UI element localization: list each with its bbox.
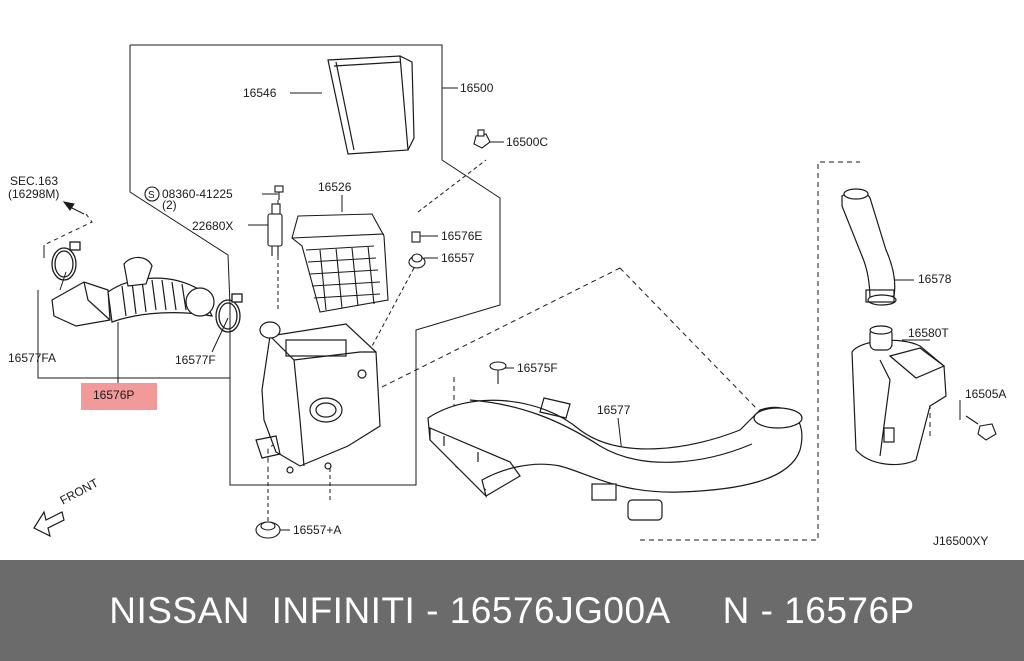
bracket-16577fa [37,290,230,379]
label-16500c: 16500C [506,135,549,149]
label-16577fa: 16577FA [8,351,57,365]
sensor-22680x [267,203,283,256]
label-16576p: 16576P [93,388,135,402]
diagram-drawing: S [33,44,997,541]
svg-text:S: S [148,190,155,201]
grommet-16557a [255,521,281,539]
label-16580t: 16580T [908,326,949,340]
clamps-16577fa-16577f [51,241,243,333]
front-arrow-icon [33,510,65,538]
label-16578: 16578 [918,272,952,286]
assembly-boundary-16500 [129,44,501,486]
label-16577: 16577 [597,403,631,417]
screw-08360: S [144,185,284,202]
air-cleaner-body [255,321,381,474]
resonator-16526 [291,213,389,313]
label-16557a: 16557+A [293,523,342,537]
bolt-16505a [965,415,997,441]
label-16546: 16546 [243,86,277,100]
intake-hose-16576p [51,256,215,327]
parts-diagram: S [8,44,1007,548]
duct-group-boundary [619,267,759,411]
label-sec163-ref: (16298M) [8,187,60,201]
footer-bar: NISSAN INFINITI - 16576JG00A N - 16576P [0,560,1024,661]
label-ref-code: J16500XY [933,534,989,548]
hose-16578 [841,188,897,306]
label-16577f: 16577F [175,353,216,367]
label-16526: 16526 [318,180,352,194]
footer-part-number: NISSAN INFINITI - 16576JG00A N - 16576P [109,590,915,631]
label-22680x: 22680X [192,219,234,233]
filter-element-16546 [327,55,415,155]
duct-16577 [427,397,803,521]
label-16505a: 16505A [965,387,1007,401]
label-16575f: 16575F [517,361,558,375]
resonator-16580t [851,325,947,466]
label-16557: 16557 [441,251,475,265]
grommets-16576e-16557 [408,231,426,269]
sec163-arrow-icon [62,201,85,215]
label-16576e: 16576E [441,229,483,243]
clip-16575f [489,361,507,384]
label-08360-qty: (2) [162,198,177,212]
label-08360: 08360-41225 [162,187,233,201]
bolt-16500c [473,129,491,149]
highlight-16576p [81,383,157,410]
label-sec163: SEC.163 [10,174,59,188]
label-16500: 16500 [460,81,494,95]
